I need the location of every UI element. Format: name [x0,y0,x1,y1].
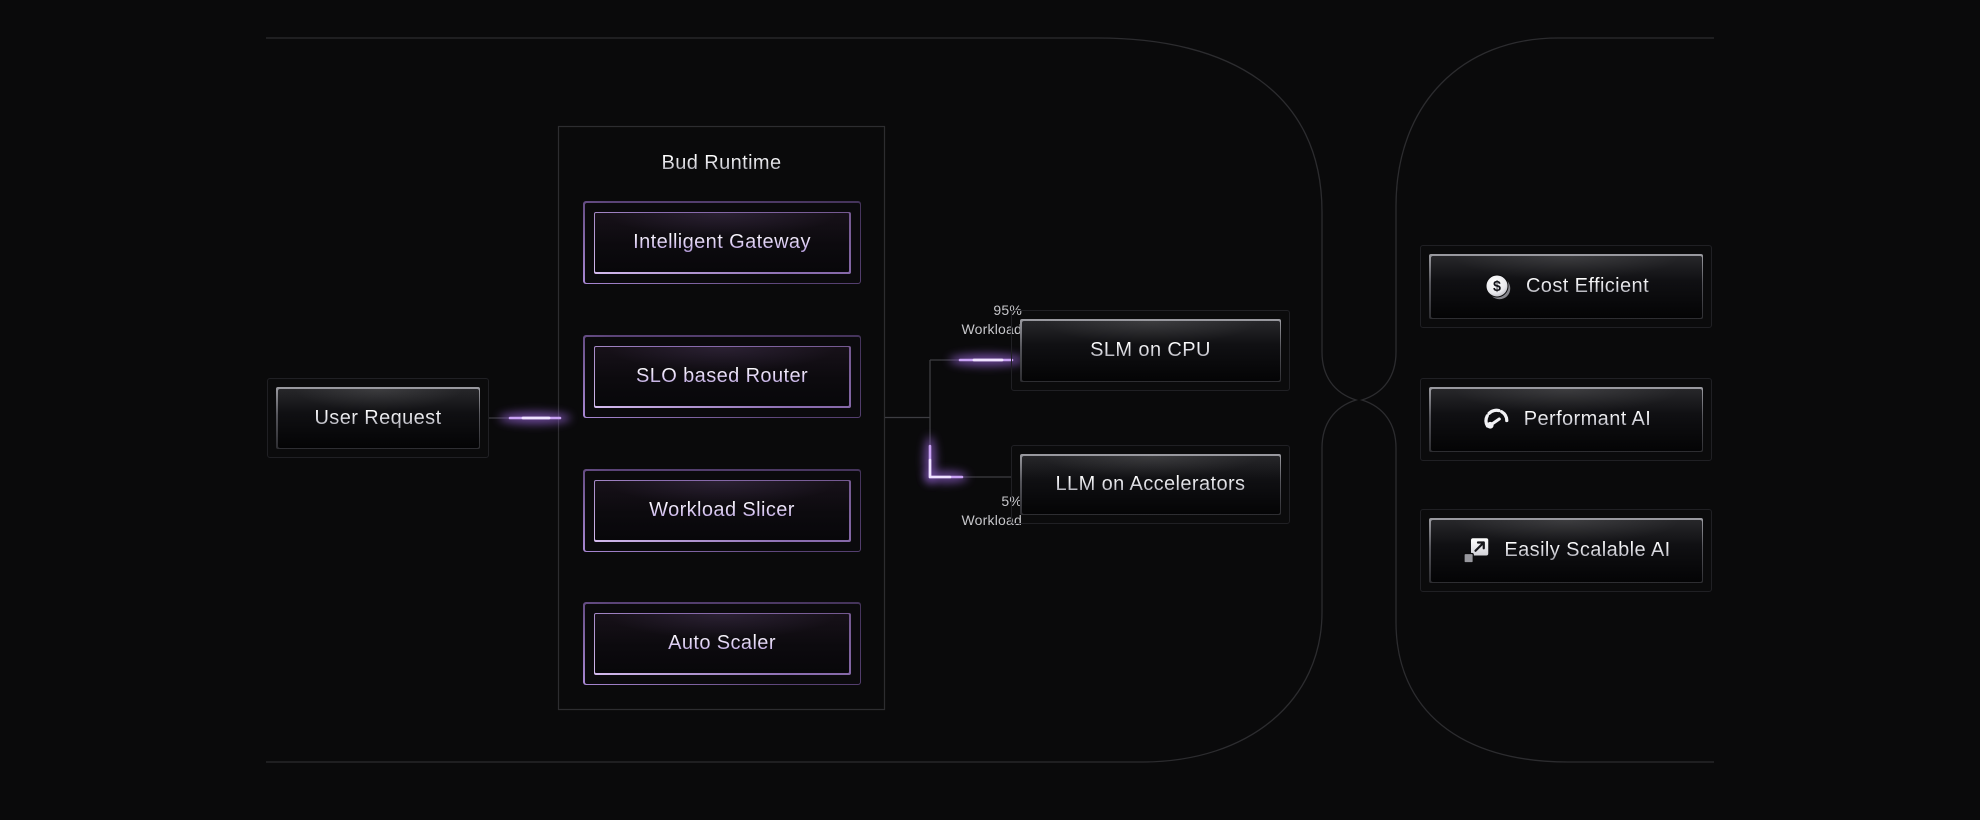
dollar-coin-icon: $ [1485,273,1511,299]
left-panel-outline [266,37,1359,763]
runtime-box-auto-scaler: Auto Scaler [583,602,861,685]
slm-on-cpu-node: SLM on CPU [1011,310,1290,391]
benefit-label: Cost Efficient [1525,275,1650,297]
slm-on-cpu-label: SLM on CPU [1090,339,1211,361]
workload-unit: Workload [961,321,1022,337]
workload-percent: 5% [1001,493,1022,509]
glow-top-branch [949,354,1025,366]
benefit-label: Performant AI [1523,408,1652,430]
workload-label-95: 95% Workload [862,301,1022,339]
runtime-box-intelligent-gateway: Intelligent Gateway [583,201,861,284]
workload-unit: Workload [961,512,1022,528]
benefit-performant-ai: Performant AI [1420,378,1712,461]
runtime-box-label: SLO based Router [635,365,809,387]
runtime-box-slo-router: SLO based Router [583,335,861,418]
runtime-box-label: Auto Scaler [668,632,776,654]
runtime-box-label: Workload Slicer [649,499,795,521]
benefit-label: Easily Scalable AI [1504,539,1671,561]
user-request-node: User Request [267,378,489,458]
workload-percent: 95% [993,302,1022,318]
llm-on-accelerators-node: LLM on Accelerators [1011,445,1290,524]
svg-text:$: $ [1493,279,1501,295]
benefit-easily-scalable-ai: Easily Scalable AI [1420,509,1712,592]
runtime-title: Bud Runtime [558,152,885,175]
benefit-cost-efficient: $ Cost Efficient [1420,245,1712,328]
workload-label-5: 5% Workload [862,492,1022,530]
llm-on-accelerators-label: LLM on Accelerators [1055,473,1246,495]
runtime-box-workload-slicer: Workload Slicer [583,469,861,552]
runtime-box-label: Intelligent Gateway [633,231,811,253]
user-request-label: User Request [314,406,442,429]
right-panel-outline [1359,37,1714,763]
glow-user-connector [499,412,571,424]
scale-expand-icon [1463,537,1489,563]
gauge-icon [1484,408,1509,429]
glow-bottom-branch-corner [924,436,968,484]
